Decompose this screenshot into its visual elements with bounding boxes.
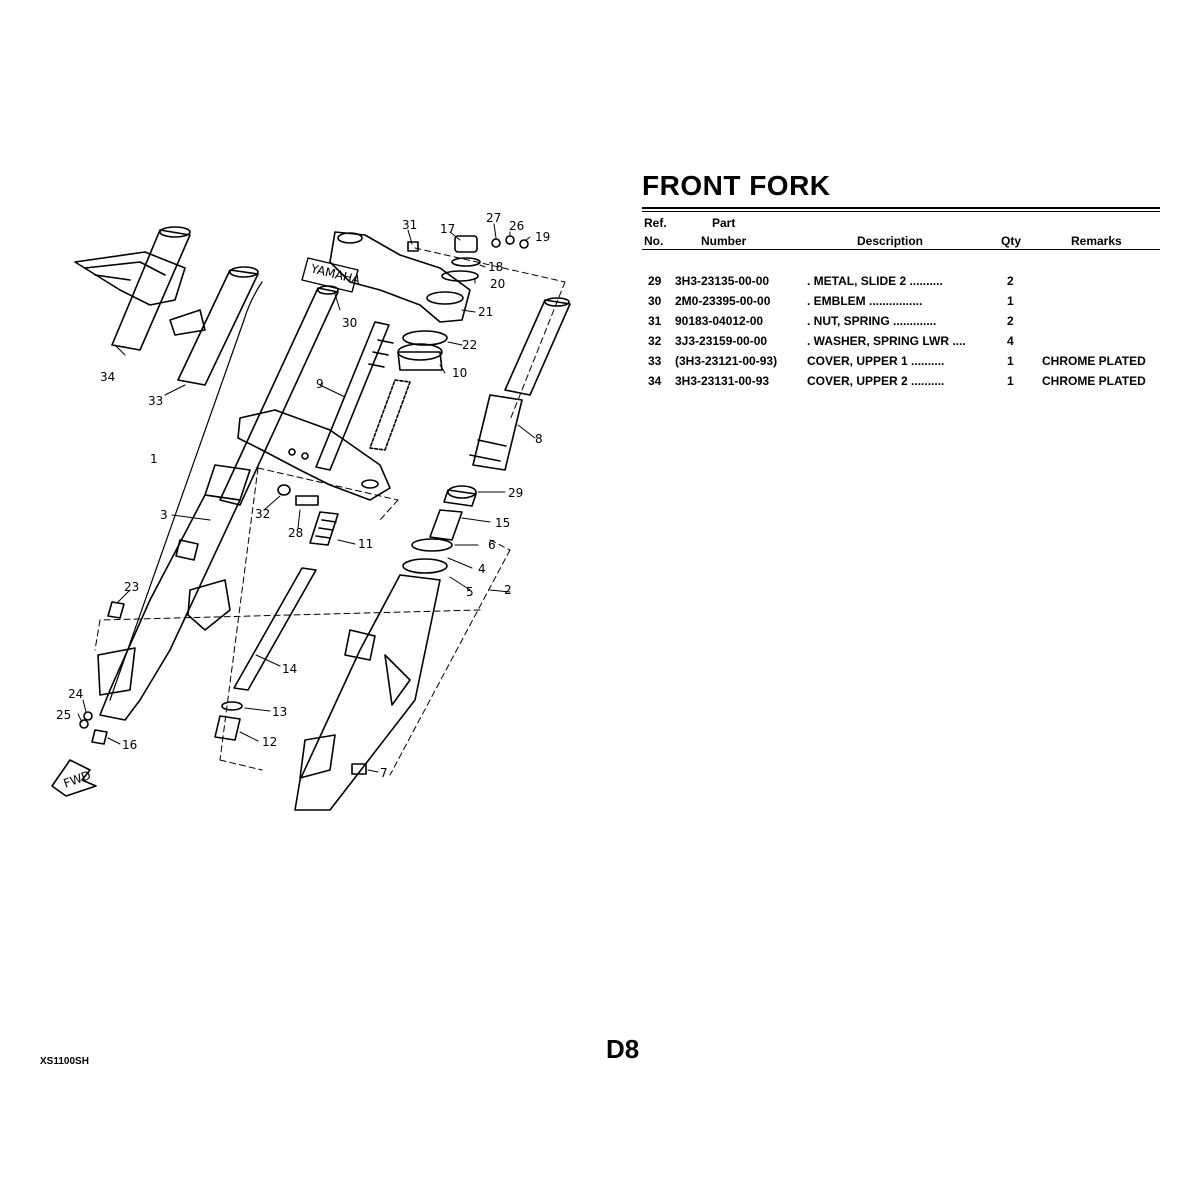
callout-13: 13 bbox=[272, 705, 287, 719]
header-description: Description bbox=[857, 234, 924, 248]
callout-leader-lines bbox=[77, 223, 536, 773]
callout-11: 11 bbox=[358, 537, 373, 551]
callout-24: 24 bbox=[68, 687, 83, 701]
cell-qty: 1 bbox=[1007, 294, 1014, 308]
cell-ref: 31 bbox=[648, 314, 662, 328]
cell-part-number: 3H3-23135-00-00 bbox=[675, 274, 770, 288]
callout-5: 5 bbox=[466, 585, 474, 599]
cell-ref: 29 bbox=[648, 274, 662, 288]
callout-27: 27 bbox=[486, 211, 501, 225]
callout-2: 2 bbox=[504, 583, 512, 597]
callout-22: 22 bbox=[462, 338, 477, 352]
cell-ref: 34 bbox=[648, 374, 662, 388]
left-small-parts bbox=[79, 601, 125, 745]
damper-rod-group bbox=[214, 484, 339, 741]
table-row: 32 3J3-23159-00-00 . WASHER, SPRING LWR … bbox=[642, 334, 1160, 354]
model-code: XS1100SH bbox=[40, 1056, 89, 1067]
cell-part-number: 3H3-23131-00-93 bbox=[675, 374, 770, 388]
header-ref: Ref. bbox=[644, 216, 667, 230]
right-fork-leg bbox=[294, 297, 571, 811]
title-rule-thin bbox=[642, 211, 1160, 212]
callout-8: 8 bbox=[535, 432, 543, 446]
page-number: D8 bbox=[606, 1034, 640, 1064]
cell-qty: 1 bbox=[1007, 374, 1014, 388]
callout-25: 25 bbox=[56, 708, 71, 722]
bearing-races bbox=[397, 330, 448, 371]
callout-7: 7 bbox=[380, 766, 388, 780]
left-fork-leg bbox=[97, 285, 339, 721]
header-part: Part bbox=[712, 216, 736, 230]
callout-29: 29 bbox=[508, 486, 523, 500]
callout-numbers: 31 17 27 26 19 18 20 21 22 10 30 9 34 33… bbox=[56, 211, 550, 780]
cover-upper-1-part bbox=[169, 266, 259, 386]
callout-3: 3 bbox=[160, 508, 168, 522]
callout-6: 6 bbox=[488, 538, 496, 552]
callout-19: 19 bbox=[535, 230, 550, 244]
upper-bracket-part: YAMAHA bbox=[301, 231, 471, 323]
callout-28: 28 bbox=[288, 526, 303, 540]
cover-upper-2-part bbox=[74, 226, 191, 351]
assembly-guide-lines bbox=[94, 247, 566, 776]
cell-part-number: (3H3-23121-00-93) bbox=[675, 354, 778, 368]
cell-description: COVER, UPPER 1 .......... bbox=[807, 354, 945, 368]
header-rule bbox=[642, 249, 1160, 250]
callout-20: 20 bbox=[490, 277, 505, 291]
cell-description: . METAL, SLIDE 2 .......... bbox=[807, 274, 943, 288]
table-row: 30 2M0-23395-00-00 . EMBLEM ............… bbox=[642, 294, 1160, 314]
callout-15: 15 bbox=[495, 516, 510, 530]
callout-26: 26 bbox=[509, 219, 524, 233]
cell-description: COVER, UPPER 2 .......... bbox=[807, 374, 945, 388]
page-title: FRONT FORK bbox=[642, 170, 831, 201]
steering-stem-part bbox=[315, 321, 411, 471]
callout-4: 4 bbox=[478, 562, 486, 576]
callout-21: 21 bbox=[478, 305, 493, 319]
cell-ref: 32 bbox=[648, 334, 662, 348]
callout-33: 33 bbox=[148, 394, 163, 408]
callout-34: 34 bbox=[100, 370, 115, 384]
cell-qty: 2 bbox=[1007, 314, 1014, 328]
cell-part-number: 90183-04012-00 bbox=[675, 314, 764, 328]
header-qty: Qty bbox=[1001, 234, 1022, 248]
fwd-arrow-icon: FWD bbox=[51, 759, 97, 797]
callout-31: 31 bbox=[402, 218, 417, 232]
table-row: 31 90183-04012-00 . NUT, SPRING ........… bbox=[642, 314, 1160, 334]
callout-14: 14 bbox=[282, 662, 297, 676]
cell-description: . NUT, SPRING ............. bbox=[807, 314, 937, 328]
cell-qty: 1 bbox=[1007, 354, 1014, 368]
callout-9: 9 bbox=[316, 377, 324, 391]
cell-description: . EMBLEM ................ bbox=[807, 294, 923, 308]
table-row: 29 3H3-23135-00-00 . METAL, SLIDE 2 ....… bbox=[642, 274, 1160, 294]
steering-nut-stack bbox=[407, 235, 529, 282]
table-row: 34 3H3-23131-00-93 COVER, UPPER 2 ......… bbox=[642, 374, 1160, 394]
header-number: Number bbox=[701, 234, 747, 248]
callout-32: 32 bbox=[255, 507, 270, 521]
callout-18: 18 bbox=[488, 260, 503, 274]
exploded-parts-diagram: YAMAHA bbox=[51, 211, 571, 811]
cell-ref: 30 bbox=[648, 294, 662, 308]
header-remarks: Remarks bbox=[1071, 234, 1122, 248]
callout-30: 30 bbox=[342, 316, 357, 330]
fwd-label: FWD bbox=[62, 768, 93, 791]
callout-10: 10 bbox=[452, 366, 467, 380]
title-rule bbox=[642, 207, 1160, 209]
cell-ref: 33 bbox=[648, 354, 662, 368]
fork-assembly-line-left bbox=[109, 281, 263, 701]
cell-remarks: CHROME PLATED bbox=[1042, 354, 1146, 368]
table-row: 33 (3H3-23121-00-93) COVER, UPPER 1 ....… bbox=[642, 354, 1160, 374]
cell-part-number: 2M0-23395-00-00 bbox=[675, 294, 771, 308]
cell-qty: 4 bbox=[1007, 334, 1014, 348]
callout-17: 17 bbox=[440, 222, 455, 236]
cell-qty: 2 bbox=[1007, 274, 1014, 288]
callout-1: 1 bbox=[150, 452, 158, 466]
cell-remarks: CHROME PLATED bbox=[1042, 374, 1146, 388]
cell-description: . WASHER, SPRING LWR .... bbox=[807, 334, 966, 348]
callout-23: 23 bbox=[124, 580, 139, 594]
callout-12: 12 bbox=[262, 735, 277, 749]
lower-bracket-part bbox=[237, 409, 391, 501]
header-no: No. bbox=[644, 234, 664, 248]
callout-16: 16 bbox=[122, 738, 137, 752]
cell-part-number: 3J3-23159-00-00 bbox=[675, 334, 768, 348]
